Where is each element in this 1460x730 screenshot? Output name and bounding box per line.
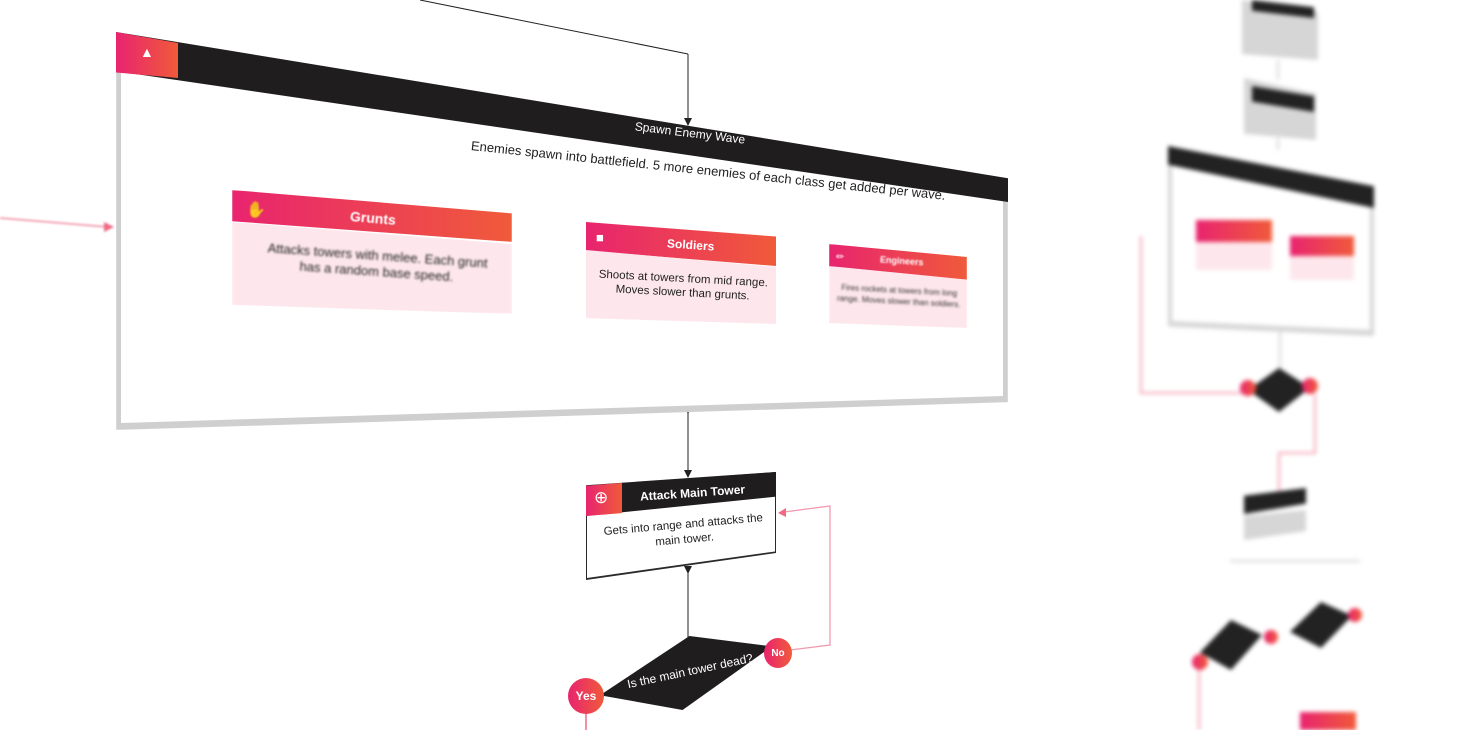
- mini-pink-line: [1278, 452, 1280, 492]
- mini-circle: [1348, 608, 1362, 622]
- rocket-icon: ✏: [836, 252, 845, 263]
- background-flowchart: [1130, 0, 1460, 730]
- gauge-icon: ▲: [140, 44, 154, 60]
- mini-pink-line: [1140, 392, 1250, 394]
- mini-circle: [1192, 654, 1208, 670]
- attack-icon-box: [586, 482, 622, 516]
- mini-circle: [1240, 380, 1256, 396]
- mini-line: [1277, 138, 1279, 150]
- mini-card: [1196, 220, 1272, 242]
- mini-line: [1277, 60, 1279, 80]
- mini-pink-line: [1278, 452, 1316, 454]
- pink-line-left: [0, 217, 109, 228]
- mini-line: [1230, 560, 1360, 562]
- mini-node-bar: [1244, 488, 1306, 514]
- mini-pink-line: [1140, 236, 1142, 394]
- mini-diamond: [1290, 602, 1352, 648]
- mini-card-body: [1196, 242, 1272, 270]
- arrowhead-no-loop: [778, 508, 786, 517]
- yes-branch-label: Yes: [568, 678, 604, 714]
- arrow-into-spawn-diag: [419, 0, 689, 55]
- mini-node: [1244, 510, 1306, 540]
- no-loop-line: [783, 505, 831, 651]
- mini-diamond: [1248, 368, 1310, 412]
- arrowhead-spawn: [684, 118, 692, 126]
- mini-line: [1279, 330, 1281, 370]
- mini-card: [1290, 236, 1354, 256]
- crosshair-icon: ⊕: [594, 488, 609, 507]
- fist-icon: ✋: [246, 202, 266, 219]
- arrowhead-attack: [684, 470, 692, 478]
- mini-pink-line: [1314, 394, 1316, 454]
- mini-circle: [1264, 630, 1278, 644]
- mini-card-body: [1290, 256, 1354, 280]
- mini-pink-line: [1198, 670, 1200, 730]
- mini-diamond: [1200, 620, 1262, 670]
- mini-circle: [1302, 378, 1318, 394]
- gun-icon: ■: [596, 230, 604, 245]
- arrowhead-pink-left: [104, 222, 114, 232]
- no-branch-label: No: [764, 638, 792, 668]
- mini-node-bar: [1300, 712, 1356, 730]
